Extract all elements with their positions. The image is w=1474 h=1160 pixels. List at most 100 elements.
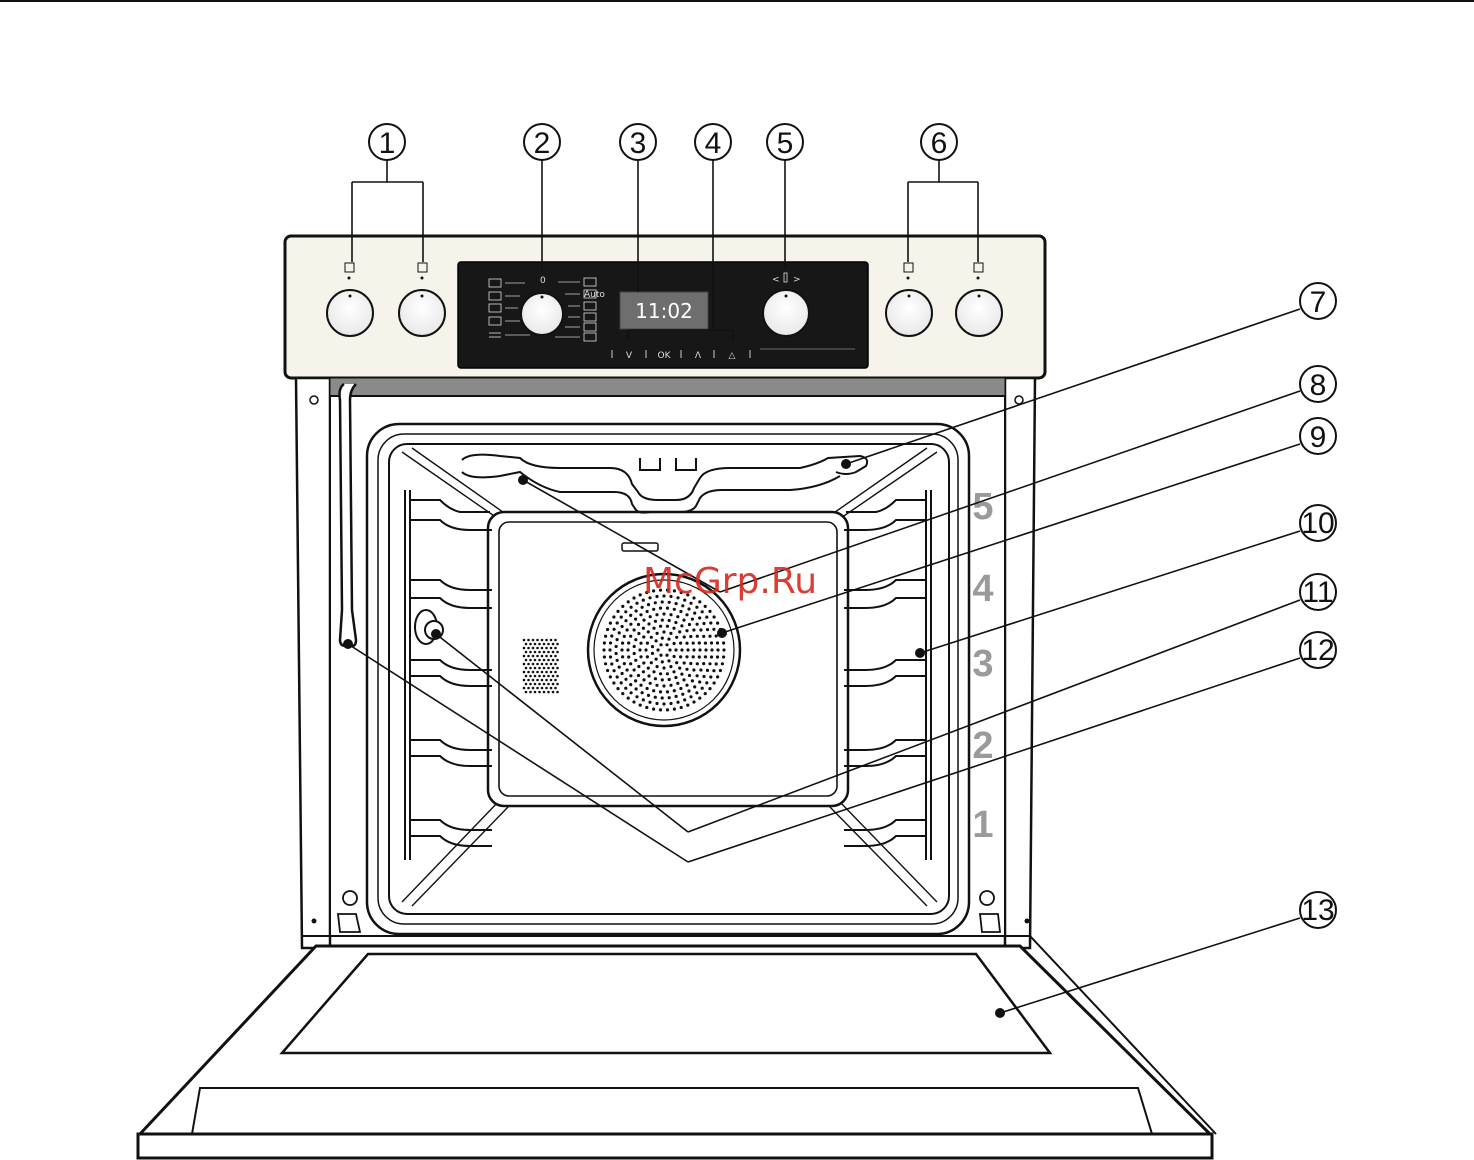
door-glass [282,954,1050,1053]
callout-10: 10 [1300,505,1336,541]
svg-text:1: 1 [379,127,396,160]
vent-hole [547,643,550,646]
up-button[interactable]: Λ [695,351,702,361]
down-button[interactable]: V [626,351,633,361]
ok-button[interactable]: OK [658,351,672,361]
vent-hole [545,687,548,690]
fan-hole [680,648,683,651]
vent-hole [556,683,559,686]
vent-hole [525,675,528,678]
fan-hole [716,675,719,678]
vent-hole [527,639,530,642]
vent-hole [541,671,544,674]
selector-zero-mark: 0 [540,276,546,286]
fan-hole [702,662,705,665]
fan-hole [613,628,616,631]
fan-hole [621,672,624,675]
fan-hole [629,635,632,638]
callout-13: 13 [1300,892,1336,928]
fan-hole [602,648,605,651]
callout-9: 9 [1300,418,1336,454]
fan-hole [686,648,689,651]
vent-hole [525,683,528,686]
svg-text:13: 13 [1301,894,1334,927]
fan-hole [666,672,669,675]
fan-hole [719,669,722,672]
fan-hole [659,607,662,610]
fan-hole [702,622,705,625]
vent-hole [550,655,553,658]
vent-hole [534,643,537,646]
fan-hole [662,612,665,615]
fan-hole [709,621,712,624]
fan-hole [612,681,615,684]
fan-hole [609,641,612,644]
vent-hole [527,671,530,674]
timer-button[interactable]: △ [729,351,736,361]
fan-hole [678,667,681,670]
fan-hole [654,696,657,699]
fan-hole [687,607,690,610]
vent-hole [525,643,528,646]
fan-hole [613,669,616,672]
door-handle-edge [138,1134,1212,1158]
fan-hole [623,635,626,638]
fan-hole [626,628,629,631]
fan-hole [629,623,632,626]
vent-hole [554,647,557,650]
fan-hole [721,662,724,665]
fan-hole [627,655,630,658]
oven-door[interactable] [138,936,1216,1158]
fan-hole [633,652,636,655]
vent-hole [545,639,548,642]
vent-hole [541,687,544,690]
fan-hole [676,701,679,704]
fan-hole [696,674,699,677]
svg-text:10: 10 [1301,507,1334,540]
fan-hole [692,648,695,651]
fan-hole [673,642,676,645]
fan-hole [616,610,619,613]
vent-hole [543,667,546,670]
fan-hole [712,628,715,631]
fan-hole [652,708,655,711]
fan-hole [621,655,624,658]
vent-hole [556,675,559,678]
fan-hole [646,642,649,645]
fan-hole [673,608,676,611]
fan-hole [685,655,688,658]
vent-hole [529,691,532,694]
fan-hole [710,641,713,644]
fan-hole [699,668,702,671]
fan-hole [642,627,645,630]
fan-hole [644,648,647,651]
fan-hole [666,607,669,610]
fan-hole [716,655,719,658]
oven-body: 5 4 3 2 1 [296,378,1035,948]
fan-hole [692,700,695,703]
vent-hole [556,667,559,670]
fan-hole [667,638,670,641]
function-selector-knob[interactable] [521,293,563,335]
svg-text:2: 2 [534,127,551,160]
fan-hole [686,704,689,707]
fan-hole [666,708,669,711]
fan-hole [685,629,688,632]
fan-hole [688,623,691,626]
fan-hole [678,630,681,633]
fan-hole [654,677,657,680]
callout-12: 12 [1300,632,1336,668]
fan-hole [659,643,662,646]
fan-hole [649,682,652,685]
fan-hole [706,669,709,672]
fan-hole [659,625,662,628]
fan-hole [635,602,638,605]
vent-hole [541,647,544,650]
fan-hole [665,654,668,657]
vent-hole [552,675,555,678]
fan-hole [656,648,659,651]
vent-hole [529,651,532,654]
fan-hole [662,684,665,687]
fan-hole [695,606,698,609]
